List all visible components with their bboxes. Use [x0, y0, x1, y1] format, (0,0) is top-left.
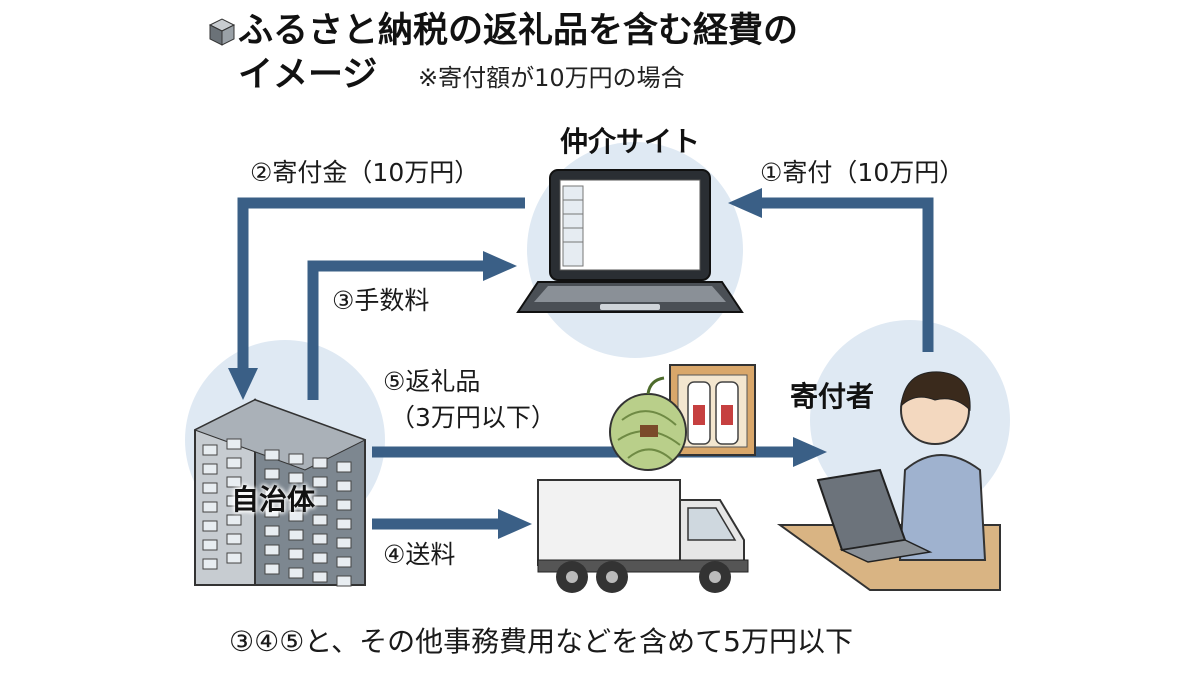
- building-window: [264, 506, 280, 518]
- building-window: [202, 558, 218, 570]
- arrow-fee: [307, 260, 485, 400]
- building-window: [288, 453, 304, 465]
- building-window: [202, 520, 218, 532]
- building-window: [336, 499, 352, 511]
- arrow-fee-head: [483, 251, 517, 281]
- arrow-shipping-head: [498, 509, 532, 539]
- building-window: [336, 537, 352, 549]
- flow-gift-label-line2: （3万円以下）: [390, 403, 556, 432]
- building-window: [312, 457, 328, 469]
- flow-donation-label: ①寄付（10万円）: [760, 158, 965, 187]
- flow-shipping-label: ④送料: [383, 540, 456, 569]
- building-window: [264, 449, 280, 461]
- building-window: [202, 444, 218, 456]
- donor-label: 寄付者: [790, 380, 875, 413]
- building-window: [202, 463, 218, 475]
- building-window: [312, 514, 328, 526]
- building-window: [336, 461, 352, 473]
- building-window: [226, 533, 242, 545]
- building-window: [288, 548, 304, 560]
- building-window: [336, 575, 352, 587]
- building-window: [202, 501, 218, 513]
- title-cube-icon: [208, 18, 236, 46]
- building-window: [264, 563, 280, 575]
- arrow-donation-money: [237, 197, 525, 370]
- building-window: [288, 491, 304, 503]
- truck-icon: [537, 479, 749, 593]
- building-window: [288, 472, 304, 484]
- municipality-label: 自治体: [231, 483, 316, 516]
- building-window: [202, 482, 218, 494]
- melon-icon: [609, 376, 687, 471]
- building-window: [226, 552, 242, 564]
- gift-box-icon: [669, 364, 756, 456]
- flow-donation-money-label: ②寄付金（10万円）: [250, 158, 480, 187]
- intermediary-label: 仲介サイト: [560, 125, 701, 158]
- building-windows: [202, 438, 352, 587]
- building-window: [336, 480, 352, 492]
- building-window: [226, 438, 242, 450]
- building-window: [288, 510, 304, 522]
- summary-text: ③④⑤と、その他事務費用などを含めて5万円以下: [229, 625, 854, 658]
- building-window: [264, 525, 280, 537]
- building-window: [264, 468, 280, 480]
- donor-person-icon: [776, 371, 1001, 591]
- building-window: [312, 571, 328, 583]
- building-window: [312, 552, 328, 564]
- arrow-donation: [760, 197, 934, 352]
- building-window: [226, 476, 242, 488]
- building-window: [288, 529, 304, 541]
- arrow-donation-money-head: [228, 368, 258, 400]
- building-window: [226, 495, 242, 507]
- building-window: [202, 539, 218, 551]
- title-line2: イメージ: [238, 55, 378, 95]
- laptop-icon: [516, 169, 744, 313]
- flow-fee-label: ③手数料: [332, 286, 430, 315]
- arrow-donation-head: [728, 188, 762, 218]
- arrow-gift-head: [793, 437, 827, 467]
- flow-gift-label-line1: ⑤返礼品: [383, 367, 481, 396]
- building-window: [288, 567, 304, 579]
- title-note: ※寄付額が10万円の場合: [418, 64, 685, 92]
- building-window: [226, 514, 242, 526]
- building-window: [264, 544, 280, 556]
- building-window: [226, 457, 242, 469]
- title-line1: ふるさと納税の返礼品を含む経費の: [238, 11, 799, 51]
- building-window: [336, 556, 352, 568]
- building-window: [312, 495, 328, 507]
- building-window: [336, 518, 352, 530]
- building-window: [264, 487, 280, 499]
- building-window: [312, 476, 328, 488]
- building-window: [312, 533, 328, 545]
